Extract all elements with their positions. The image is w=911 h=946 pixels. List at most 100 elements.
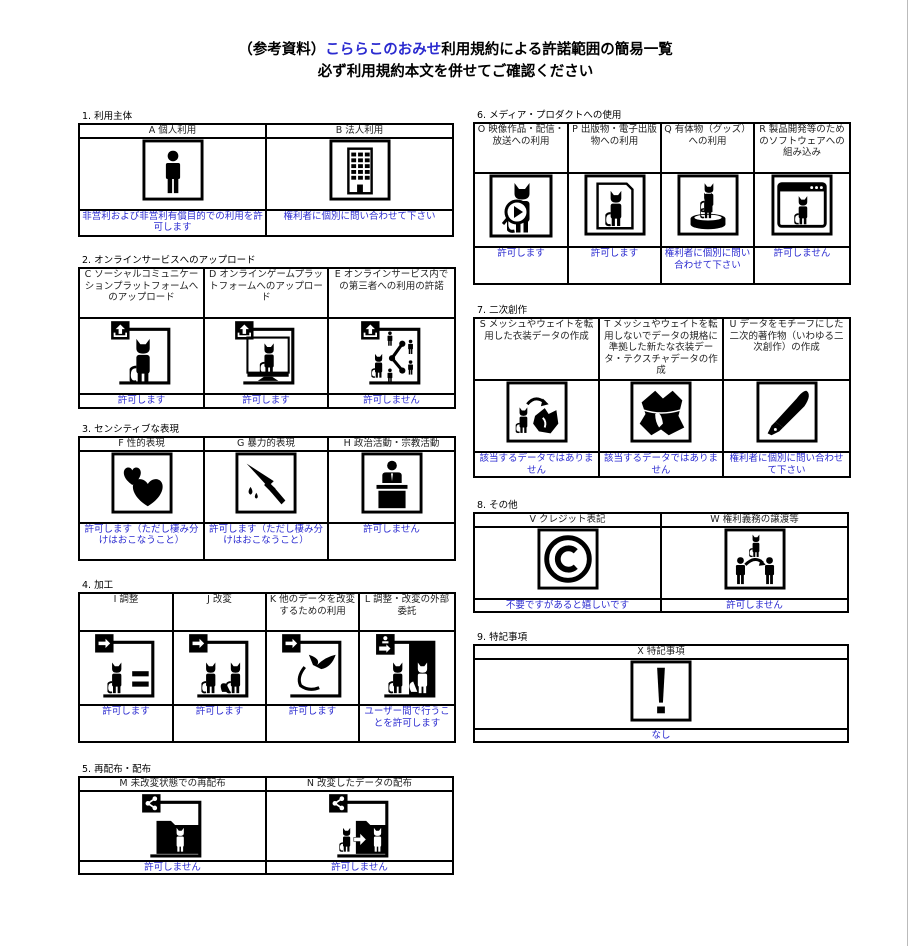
label-I: I 調整: [78, 592, 174, 632]
costume-icon: [630, 381, 692, 443]
brand-name: こららこのおみせ: [325, 42, 442, 58]
redistribute-icon: [140, 793, 206, 858]
section-others: 8. その他 V クレジット表記 W 権利義務の譲渡等 不要ですがあると嬉しいで…: [473, 500, 849, 613]
label-O: O 映像作品・配信・放送への利用: [473, 122, 569, 174]
label-B: B 法人利用: [265, 123, 454, 139]
result-B: 権利者に個別に問い合わせて下さい: [265, 208, 454, 237]
section-title: 2. オンラインサービスへのアップロード: [82, 255, 256, 266]
person-icon: [142, 139, 204, 201]
section-title: 9. 特記事項: [477, 632, 528, 643]
adjust-icon: [93, 633, 159, 698]
section-title: 1. 利用主体: [82, 111, 133, 122]
media-product-table: O 映像作品・配信・放送への利用 P 出版物・電子出版物への利用 Q 有体物（グ…: [473, 122, 851, 285]
parts-icon: [280, 633, 346, 698]
label-D: D オンラインゲームプラットフォームへのアップロード: [203, 267, 329, 319]
goods-icon: [677, 174, 739, 236]
result-F: 許可します（ただし棲み分けはおこなうこと）: [78, 521, 205, 561]
derivative-work-table: S メッシュやウェイトを転用した衣装データの作成 T メッシュやウェイトを転用し…: [473, 317, 851, 478]
section-title: 8. その他: [477, 500, 518, 511]
section-sensitive-expression: 3. センシティブな表現 F 性的表現 G 暴力的表現 H 政治活動・宗教活動 …: [78, 424, 456, 561]
page-edge: [907, 0, 908, 946]
result-H: 許可しません: [327, 521, 456, 561]
hearts-icon: [111, 452, 173, 514]
label-P: P 出版物・電子出版物への利用: [567, 122, 662, 174]
result-J: 許可します: [172, 704, 267, 743]
upload-share-icon: [359, 320, 425, 385]
label-A: A 個人利用: [78, 123, 267, 139]
result-I: 許可します: [78, 704, 174, 743]
result-R: 許可しません: [753, 246, 851, 285]
outsource-icon: [374, 633, 440, 698]
section-redistribution: 5. 再配布・配布 M 未改変状態での再配布 N 改変したデータの配布 許可しま…: [78, 764, 454, 875]
result-O: 許可します: [473, 246, 569, 285]
label-N: N 改変したデータの配布: [265, 776, 454, 792]
usage-subject-table: A 個人利用 B 法人利用 非営利および非営利有償目的での利用を許可します 権利…: [78, 123, 454, 237]
result-T: 該当するデータではありません: [598, 451, 724, 478]
modify-icon: [187, 633, 253, 698]
label-Q: Q 有体物（グッズ）への利用: [660, 122, 755, 174]
result-N: 許可しません: [265, 859, 454, 875]
result-Q: 権利者に個別に問い合わせて下さい: [660, 246, 755, 285]
section-title: 6. メディア・プロダクトへの使用: [477, 110, 622, 121]
label-T: T メッシュやウェイトを転用しないでデータの規格に準拠した新たな衣装データ・テク…: [598, 317, 724, 381]
section-usage-subject: 1. 利用主体 A 個人利用 B 法人利用 非営利および非営利有償目的での利用を…: [78, 111, 454, 237]
label-M: M 未改変状態での再配布: [78, 776, 267, 792]
label-J: J 改変: [172, 592, 267, 632]
result-S: 該当するデータではありません: [473, 451, 600, 478]
label-X: X 特記事項: [473, 644, 849, 660]
upload-sns-icon: [109, 320, 175, 385]
sensitive-expression-table: F 性的表現 G 暴力的表現 H 政治活動・宗教活動 許可します（ただし棲み分け…: [78, 436, 456, 561]
video-icon: [489, 174, 553, 238]
section-title: 4. 加工: [82, 580, 114, 591]
label-L: L 調整・改変の外部委託: [358, 592, 456, 632]
label-C: C ソーシャルコミュニケーションプラットフォームへのアップロード: [78, 267, 205, 319]
label-G: G 暴力的表現: [203, 436, 329, 452]
label-S: S メッシュやウェイトを転用した衣装データの作成: [473, 317, 600, 381]
result-E: 許可しません: [327, 393, 456, 409]
upload-game-icon: [233, 320, 299, 385]
label-F: F 性的表現: [78, 436, 205, 452]
title-suffix: 利用規約による許諾範囲の簡易一覧: [441, 42, 673, 58]
label-R: R 製品開発等のためのソフトウェアへの組み込み: [753, 122, 851, 174]
title-prefix: （参考資料）: [238, 42, 326, 58]
podium-icon: [361, 452, 423, 514]
online-upload-table: C ソーシャルコミュニケーションプラットフォームへのアップロード D オンライン…: [78, 267, 456, 409]
result-V: 不要ですがあると嬉しいです: [473, 597, 662, 613]
knife-icon: [235, 452, 297, 514]
result-X: なし: [473, 727, 849, 743]
label-W: W 権利義務の譲渡等: [660, 512, 849, 528]
others-table: V クレジット表記 W 権利義務の譲渡等 不要ですがあると嬉しいです 許可しませ…: [473, 512, 849, 613]
result-M: 許可しません: [78, 859, 267, 875]
label-K: K 他のデータを改変するための利用: [265, 592, 360, 632]
page-subtitle: 必ず利用規約本文を併せてご確認ください: [317, 64, 594, 80]
section-title: 5. 再配布・配布: [82, 764, 152, 775]
label-H: H 政治活動・宗教活動: [327, 436, 456, 452]
result-A: 非営利および非営利有償目的での利用を許可します: [78, 208, 267, 237]
section-title: 3. センシティブな表現: [82, 424, 180, 435]
distribute-modified-icon: [327, 793, 393, 858]
section-processing: 4. 加工 I 調整 J 改変 K 他のデータを改変するための利用 L 調整・改…: [78, 580, 456, 743]
costume-convert-icon: [506, 381, 568, 443]
result-K: 許可します: [265, 704, 360, 743]
section-special-notes: 9. 特記事項 X 特記事項 なし: [473, 632, 849, 743]
section-online-upload: 2. オンラインサービスへのアップロード C ソーシャルコミュニケーションプラッ…: [78, 255, 456, 409]
result-W: 許可しません: [660, 597, 849, 613]
redistribution-table: M 未改変状態での再配布 N 改変したデータの配布 許可しません 許可しません: [78, 776, 454, 875]
publication-icon: [584, 174, 646, 236]
building-icon: [329, 139, 391, 201]
result-P: 許可します: [567, 246, 662, 285]
result-D: 許可します: [203, 393, 329, 409]
result-U: 権利者に個別に問い合わせて下さい: [722, 451, 851, 478]
section-media-product: 6. メディア・プロダクトへの使用 O 映像作品・配信・放送への利用 P 出版物…: [473, 110, 851, 285]
exclamation-icon: [630, 660, 692, 722]
pen-icon: [756, 381, 818, 443]
result-C: 許可します: [78, 393, 205, 409]
transfer-icon: [724, 528, 786, 590]
result-L: ユーザー間で行うことを許可します: [358, 704, 456, 743]
label-V: V クレジット表記: [473, 512, 662, 528]
section-title: 7. 二次創作: [477, 305, 528, 316]
result-G: 許可します（ただし棲み分けはおこなうこと）: [203, 521, 329, 561]
label-E: E オンラインサービス内での第三者への利用の許諾: [327, 267, 456, 319]
label-U: U データをモチーフにした二次的著作物（いわゆる二次創作）の作成: [722, 317, 851, 381]
section-derivative-work: 7. 二次創作 S メッシュやウェイトを転用した衣装データの作成 T メッシュや…: [473, 305, 851, 478]
